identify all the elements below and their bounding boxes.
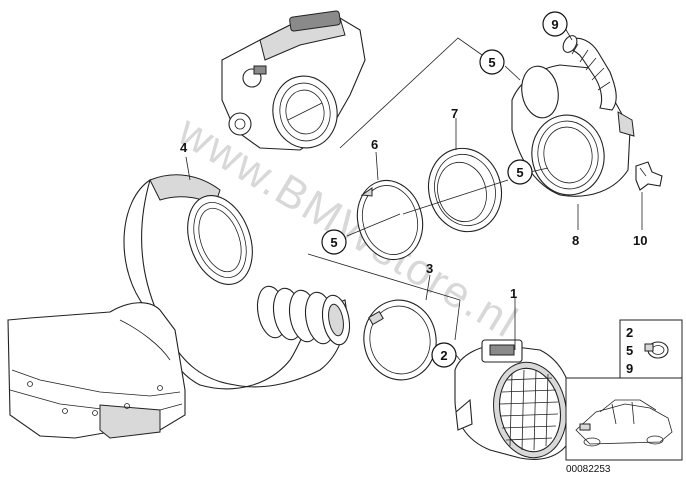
callout-5-left: 5 xyxy=(321,229,347,255)
vehicle-thumbnail xyxy=(565,377,683,461)
callout-9-top: 9 xyxy=(542,11,568,37)
kit-box: 2 5 9 xyxy=(619,319,683,379)
svg-text:5: 5 xyxy=(330,235,337,250)
label-8: 8 xyxy=(572,233,579,248)
label-6: 6 xyxy=(371,137,378,152)
label-1: 1 xyxy=(510,286,517,301)
vent-hose xyxy=(562,35,617,111)
air-mass-meter xyxy=(454,339,573,460)
throttle-body xyxy=(221,10,366,151)
svg-text:5: 5 xyxy=(626,343,633,358)
intake-duct xyxy=(123,174,351,390)
mesh-grid xyxy=(499,369,559,451)
svg-text:9: 9 xyxy=(626,361,633,376)
callout-2: 2 xyxy=(431,342,457,368)
svg-text:9: 9 xyxy=(551,17,558,32)
clamp-7 xyxy=(428,147,502,233)
svg-text:2: 2 xyxy=(626,325,633,340)
svg-text:2: 2 xyxy=(440,348,447,363)
callout-5-top: 5 xyxy=(479,49,505,75)
clamp-6 xyxy=(356,179,424,261)
reference-number: 00082253 xyxy=(566,464,611,475)
filter-housing xyxy=(7,302,186,439)
svg-text:5: 5 xyxy=(516,165,523,180)
duct-bellows xyxy=(256,285,351,346)
callout-5-mid: 5 xyxy=(507,159,533,185)
clamp-3 xyxy=(363,299,437,381)
label-7: 7 xyxy=(451,106,458,121)
air-flow-housing xyxy=(511,35,635,197)
label-3: 3 xyxy=(426,261,433,276)
hose-clamp-icon xyxy=(644,341,669,359)
connector-10 xyxy=(635,161,663,191)
label-10: 10 xyxy=(633,233,647,248)
leader-lines xyxy=(185,27,643,361)
svg-text:5: 5 xyxy=(488,55,495,70)
label-4: 4 xyxy=(180,140,188,155)
